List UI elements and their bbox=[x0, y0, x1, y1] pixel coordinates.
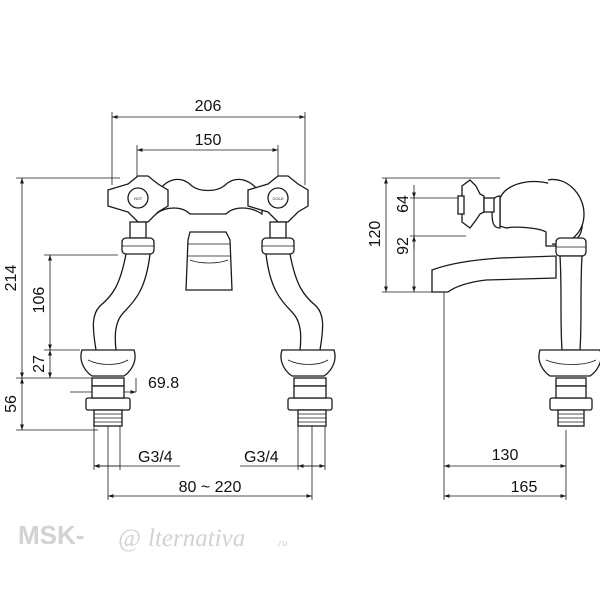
front-spout bbox=[185, 231, 233, 291]
hot-handle: HOT bbox=[107, 175, 169, 255]
cold-label: COLD bbox=[272, 196, 283, 201]
dim-outlet-height: 92 bbox=[395, 237, 412, 255]
hot-label: HOT bbox=[134, 196, 143, 201]
dim-overall-width: 206 bbox=[195, 98, 222, 115]
watermark-at: @ bbox=[118, 525, 141, 552]
watermark-suffix: lternativa bbox=[148, 525, 245, 552]
side-leg bbox=[538, 237, 600, 427]
watermark-prefix: MSK- bbox=[18, 520, 84, 550]
side-spout bbox=[431, 255, 557, 293]
dim-center-range: 80 ~ 220 bbox=[179, 479, 242, 496]
watermark-tld: .ru bbox=[276, 538, 287, 549]
left-leg bbox=[80, 253, 151, 427]
dim-base-height: 27 bbox=[31, 355, 48, 373]
dim-overall-height: 214 bbox=[3, 265, 20, 292]
dim-thread-left: G3/4 bbox=[138, 449, 173, 466]
right-leg bbox=[265, 253, 336, 427]
side-body bbox=[491, 178, 585, 247]
front-body bbox=[155, 178, 263, 291]
front-extension-lines bbox=[16, 112, 326, 500]
dim-handle-centers: 150 bbox=[195, 132, 222, 149]
side-dimension-labels: 120 64 92 130 165 bbox=[367, 195, 537, 496]
watermark: MSK- @ lternativa .ru bbox=[18, 520, 287, 552]
dim-reach: 130 bbox=[492, 447, 519, 464]
side-view: 120 64 92 130 165 bbox=[367, 177, 600, 500]
dim-thread-length: 56 bbox=[3, 395, 20, 413]
dim-thread-right: G3/4 bbox=[244, 449, 279, 466]
dim-handle-height: 64 bbox=[395, 195, 412, 213]
front-dimension-labels: 206 150 214 106 27 56 69.8 G3/4 G3/4 80 … bbox=[3, 98, 279, 496]
front-view: 206 150 214 106 27 56 69.8 G3/4 G3/4 80 … bbox=[3, 98, 336, 500]
dim-spout-height: 106 bbox=[31, 287, 48, 314]
cold-handle: COLD bbox=[247, 175, 309, 255]
dim-total-depth: 165 bbox=[511, 479, 538, 496]
side-handle bbox=[457, 179, 495, 229]
front-dimension-lines bbox=[20, 115, 325, 498]
dim-base-width: 69.8 bbox=[148, 375, 179, 392]
side-dimension-lines bbox=[384, 178, 566, 498]
dim-total-height: 120 bbox=[367, 221, 384, 248]
